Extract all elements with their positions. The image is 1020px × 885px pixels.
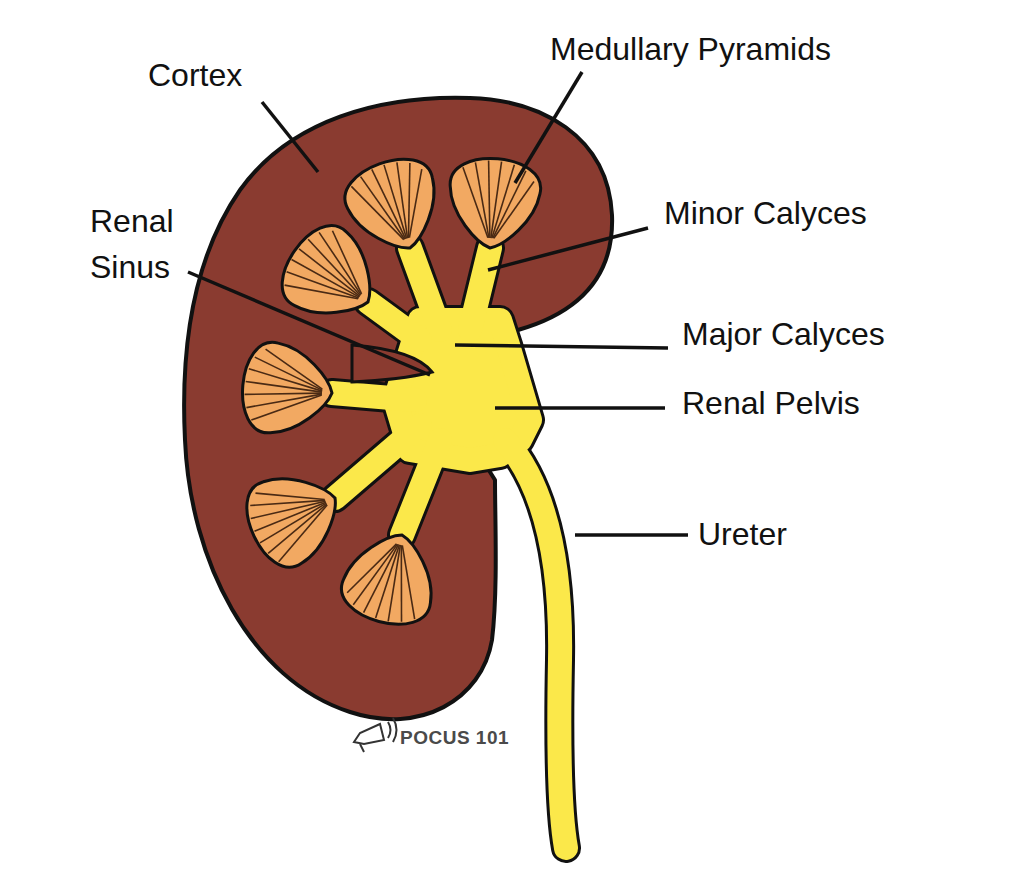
part-label: Major Calyces xyxy=(682,311,885,357)
part-label: Minor Calyces xyxy=(664,190,867,236)
part-label: Renal Pelvis xyxy=(682,380,860,426)
medullary-pyramid xyxy=(235,457,354,577)
leader-line xyxy=(488,228,648,270)
part-label: Cortex xyxy=(148,52,242,98)
renal-sinus-wedge xyxy=(352,345,432,382)
leader-line xyxy=(495,406,665,410)
collecting-system-outline xyxy=(332,248,566,848)
medullary-pyramid xyxy=(445,155,543,252)
leader-line xyxy=(262,102,318,172)
part-label: Renal Sinus xyxy=(90,198,200,290)
leader-lines xyxy=(188,72,688,535)
megaphone-icon xyxy=(354,718,397,752)
part-label: Medullary Pyramids xyxy=(550,26,831,72)
leader-line xyxy=(515,72,582,183)
leader-line xyxy=(188,272,430,375)
leader-line xyxy=(455,345,668,348)
part-label: Ureter xyxy=(698,511,787,557)
leader-line xyxy=(575,533,688,537)
medullary-pyramid xyxy=(239,340,336,438)
watermark: POCUS 101 xyxy=(400,727,509,749)
medullary-pyramid xyxy=(269,214,394,340)
collecting-system xyxy=(332,248,566,848)
medullary-pyramid xyxy=(335,523,446,633)
